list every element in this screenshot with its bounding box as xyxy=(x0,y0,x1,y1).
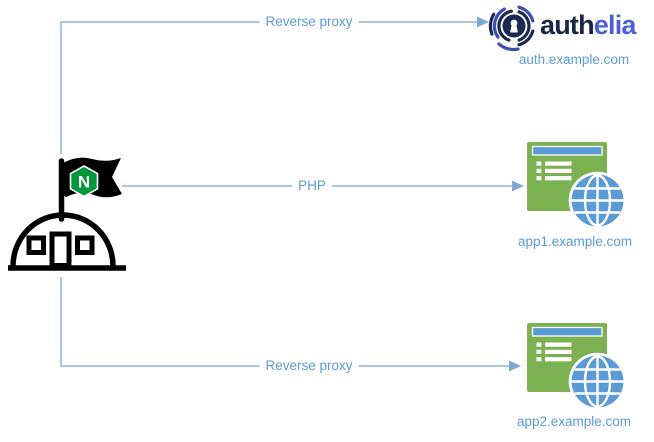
authelia-wordmark: authelia xyxy=(540,12,636,39)
edge-label-reverse-proxy-top: Reverse proxy xyxy=(259,13,359,31)
arrowhead-app1 xyxy=(512,180,524,192)
nginx-letter: N xyxy=(78,173,90,192)
authelia-wordmark-dark: auth xyxy=(540,10,595,40)
domain-label-app1: app1.example.com xyxy=(517,233,633,249)
domain-label-auth: auth.example.com xyxy=(518,51,630,67)
web-app-icon-app1 xyxy=(525,140,628,231)
tent-window-left xyxy=(26,235,46,255)
arrowhead-authelia xyxy=(477,16,489,28)
tent-door xyxy=(49,231,72,268)
tent-window-right xyxy=(75,235,95,255)
connector-nginx-to-authelia xyxy=(60,21,477,154)
arrowhead-app2 xyxy=(509,360,521,372)
web-app-icon-app2 xyxy=(525,321,628,412)
keyhole-icon xyxy=(510,19,518,27)
domain-label-app2: app2.example.com xyxy=(516,413,632,429)
authelia-logo-icon xyxy=(488,5,535,52)
nginx-hexagon xyxy=(69,165,99,198)
edge-label-reverse-proxy-bottom: Reverse proxy xyxy=(259,357,359,375)
authelia-wordmark-light: elia xyxy=(593,10,637,40)
connector-nginx-to-app2 xyxy=(60,277,509,367)
edge-label-php: PHP xyxy=(292,177,332,195)
nginx-icon: N xyxy=(8,157,126,271)
